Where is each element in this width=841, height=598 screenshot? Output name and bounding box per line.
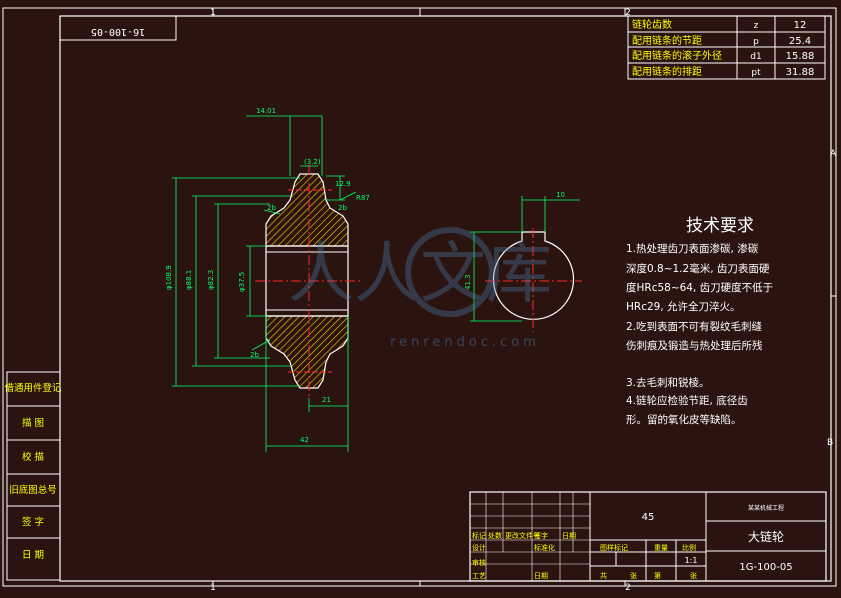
zone-label: A xyxy=(830,149,837,159)
code-box xyxy=(59,15,177,41)
keyway-view: 10 41.3 xyxy=(464,191,582,332)
school-name: 某某机械工程 xyxy=(748,504,784,512)
part-name: 大链轮 xyxy=(748,529,784,544)
sheet-label: 张 xyxy=(630,571,637,580)
dim-radius: R87 xyxy=(356,194,370,202)
dim-top-width: 14.01 xyxy=(256,107,276,115)
strip-label: 旧底图总号 xyxy=(9,484,57,496)
approve-label: 标准化 xyxy=(534,543,555,552)
rev-label: 处数 xyxy=(488,531,502,540)
dim-root-diameter: φ88.1 xyxy=(185,270,193,290)
rev-label: 签字 xyxy=(534,531,548,540)
svg-text:HRc29, 允许全刀淬火。: HRc29, 允许全刀淬火。 xyxy=(626,300,741,313)
dim-bore-diameter: φ37.5 xyxy=(238,272,246,292)
dimension-lines xyxy=(172,115,357,452)
strip-label: 日 期 xyxy=(22,550,44,561)
param-label: 链轮齿数 xyxy=(632,18,672,31)
svg-text:形。留的氧化皮等缺陷。: 形。留的氧化皮等缺陷。 xyxy=(626,413,742,426)
dim-total-width: 42 xyxy=(300,436,309,444)
rev-label: 标记 xyxy=(472,531,486,540)
dim-mid-diameter: φ82.3 xyxy=(207,270,215,290)
dim-small: 2b xyxy=(338,204,347,212)
material: 45 xyxy=(642,512,655,523)
dim-chamfer: (3.2) xyxy=(304,158,321,166)
drawing-number: 1G-100-05 xyxy=(739,562,792,573)
scale-value: 1:1 xyxy=(685,556,698,565)
dim-small: 2b xyxy=(267,204,276,212)
tech-title: 技术要求 xyxy=(686,216,754,236)
sheets-total: 共 xyxy=(600,571,607,580)
svg-text:度HRc58~64, 齿刀硬度不低于: 度HRc58~64, 齿刀硬度不低于 xyxy=(626,281,773,294)
drawing-frame xyxy=(59,15,832,582)
zone-label: B xyxy=(827,438,833,448)
dim-hub-width: 21 xyxy=(322,396,331,404)
weight-label: 重量 xyxy=(654,544,668,552)
svg-text:1.热处理齿刀表面渗碳, 渗碳: 1.热处理齿刀表面渗碳, 渗碳 xyxy=(626,242,759,255)
scale-label: 比例 xyxy=(682,543,696,552)
dim-outer-diameter: φ108.9 xyxy=(165,265,173,290)
stage-label: 图样标记 xyxy=(600,543,628,552)
strip-label: 借通用件登记 xyxy=(4,382,62,394)
svg-text:16-100-05: 16-100-05 xyxy=(91,26,145,37)
rev-label: 日期 xyxy=(562,532,576,540)
svg-text:人人文库: 人人文库 xyxy=(288,235,552,312)
param-symbol: pt xyxy=(751,68,761,78)
param-symbol: d1 xyxy=(750,52,761,62)
param-symbol: p xyxy=(753,37,759,47)
title-block: 标记 处数 更改文件号 签字 日期 设计 标准化 审核 工艺 日期 图样标记 重… xyxy=(469,491,827,582)
rev-label: 更改文件号 xyxy=(505,531,540,540)
left-strip: 借通用件登记 描 图 校 描 旧底图总号 签 字 日 期 xyxy=(4,371,62,581)
svg-text:3.去毛刺和锐棱。: 3.去毛刺和锐棱。 xyxy=(626,376,710,389)
watermark-url: renrendoc.com xyxy=(390,335,540,350)
param-value: 15.88 xyxy=(786,51,815,62)
param-label: 配用链条的滚子外径 xyxy=(632,49,722,62)
param-value: 31.88 xyxy=(786,67,815,78)
dim-key-width: 10 xyxy=(556,191,565,199)
approve-label: 日期 xyxy=(534,572,548,580)
parameter-table: 链轮齿数 配用链条的节距 配用链条的滚子外径 配用链条的排距 z p d1 pt… xyxy=(627,15,826,80)
zone-label: 1 xyxy=(210,583,216,593)
zone-label: 2 xyxy=(625,583,631,593)
dim-key-height: 41.3 xyxy=(464,274,472,290)
param-value: 25.4 xyxy=(789,36,811,47)
dim-side: 2b xyxy=(250,351,259,359)
strip-label: 描 图 xyxy=(22,417,44,429)
svg-text:伤刺痕及锻造与热处理后所残: 伤刺痕及锻造与热处理后所残 xyxy=(626,339,763,352)
tech-requirements: 1.热处理齿刀表面渗碳, 渗碳 深度0.8~1.2毫米, 齿刀表面硬 度HRc5… xyxy=(626,242,773,426)
sheet-no: 第 xyxy=(654,571,661,580)
strip-label: 校 描 xyxy=(22,451,45,463)
param-symbol: z xyxy=(754,21,759,31)
param-label: 配用链条的节距 xyxy=(632,34,702,47)
approve-label: 审核 xyxy=(472,558,486,567)
mirrored-code: 16-100-05 xyxy=(91,26,145,37)
param-label: 配用链条的排距 xyxy=(632,65,702,78)
watermark-logo: 人人文库 xyxy=(288,227,552,317)
dim-tooth-h: 12.9 xyxy=(335,180,351,188)
approve-label: 设计 xyxy=(472,543,486,552)
zone-label: 1 xyxy=(210,8,216,18)
dimension-texts: 14.01 (3.2) 12.9 R87 2b 2b 2b 21 42 φ108… xyxy=(165,107,370,444)
param-value: 12 xyxy=(794,20,807,31)
svg-text:4.链轮应检验节距, 底径齿: 4.链轮应检验节距, 底径齿 xyxy=(626,394,748,407)
strip-label: 签 字 xyxy=(22,516,44,528)
svg-text:深度0.8~1.2毫米, 齿刀表面硬: 深度0.8~1.2毫米, 齿刀表面硬 xyxy=(626,262,770,275)
svg-text:2.吃到表面不可有裂纹毛刺缝: 2.吃到表面不可有裂纹毛刺缝 xyxy=(626,320,763,333)
sprocket-section xyxy=(255,165,362,398)
sheet-label: 张 xyxy=(690,571,697,580)
zone-label: 2 xyxy=(625,8,631,18)
approve-label: 工艺 xyxy=(472,572,486,580)
